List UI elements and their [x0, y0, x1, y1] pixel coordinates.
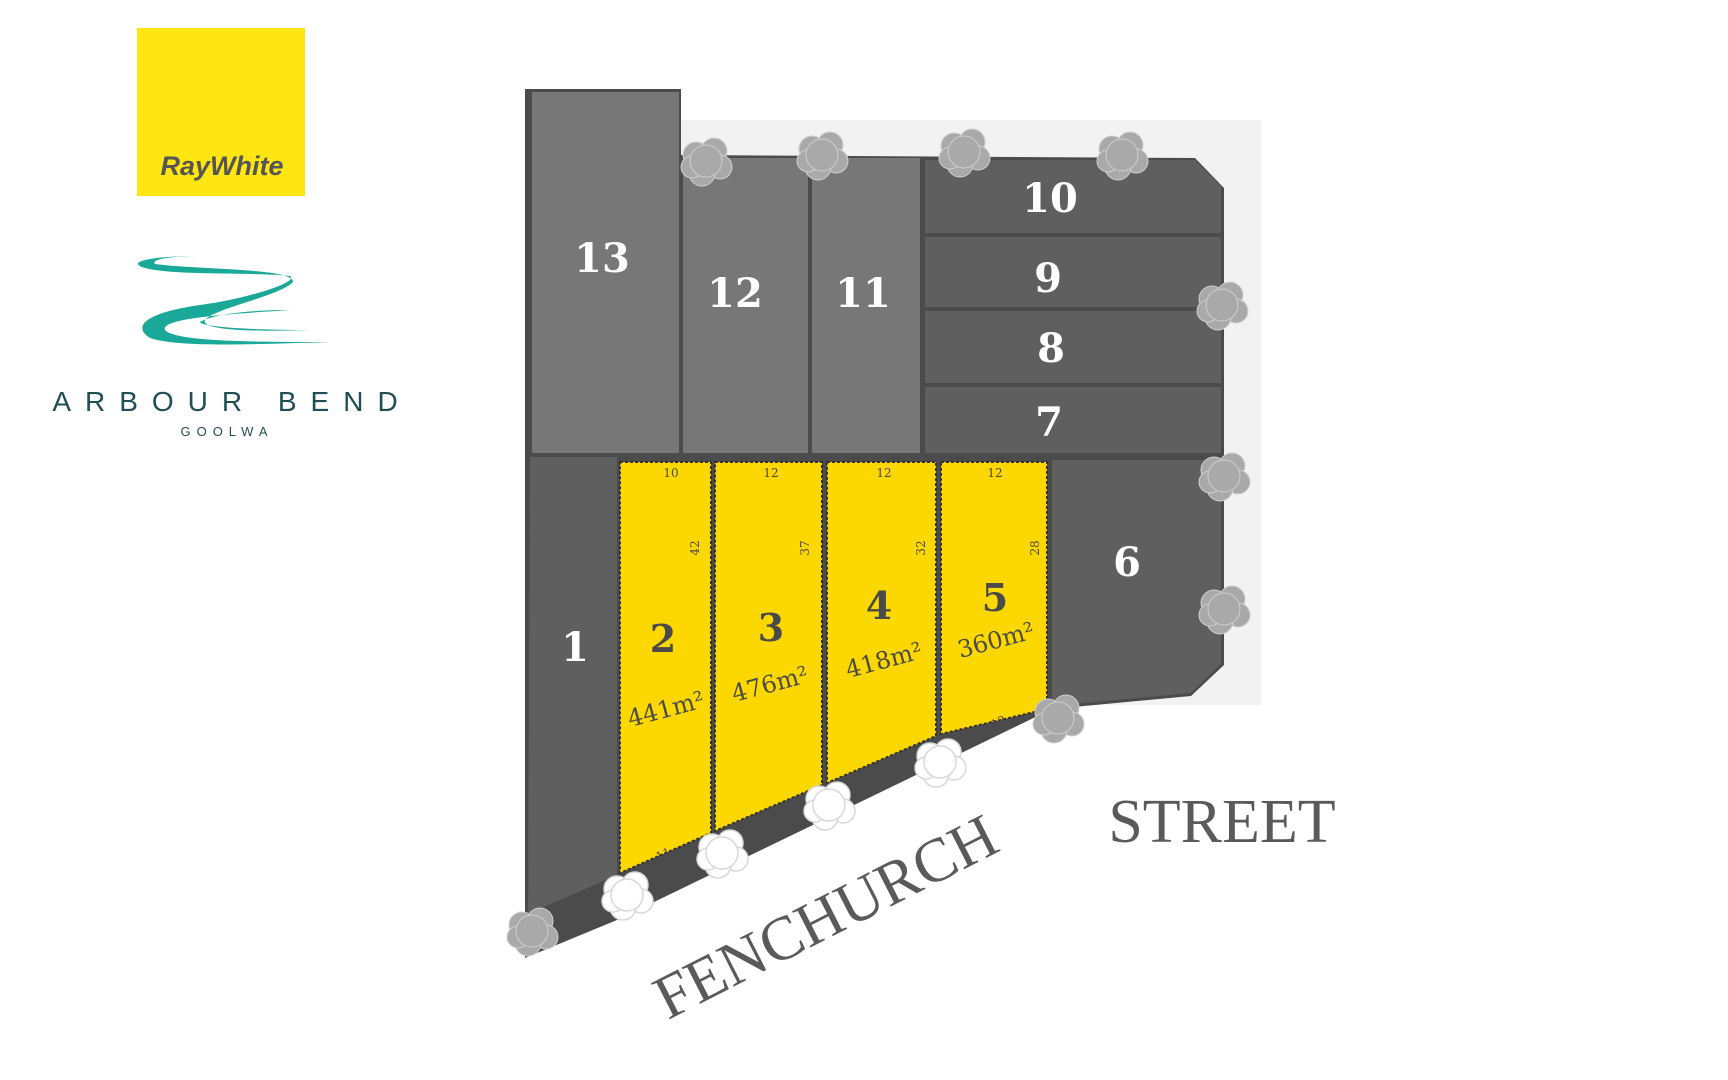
lot-12[interactable]	[683, 158, 808, 453]
lot-5-front: 12	[987, 466, 1002, 480]
lot-8-label: 8	[1037, 325, 1065, 372]
svg-text:RayWhite: RayWhite	[160, 151, 283, 181]
lot-4-label: 4	[866, 583, 892, 628]
lot-2-label: 2	[650, 616, 676, 661]
lot-5-side: 28	[1028, 540, 1042, 555]
lot-5-rear: 13	[989, 713, 1009, 732]
lot-7-label: 7	[1035, 399, 1063, 446]
street-name-street: STREET	[1108, 788, 1335, 856]
raywhite-logo: RayWhite	[137, 28, 305, 196]
lot-6[interactable]	[1052, 460, 1221, 706]
lot-10[interactable]	[925, 160, 1221, 233]
lot-7[interactable]	[925, 387, 1221, 453]
lot-3-front: 12	[763, 466, 778, 480]
lot-2-side: 42	[688, 540, 702, 555]
lot-9[interactable]	[925, 237, 1221, 307]
lot-5-label: 5	[982, 575, 1008, 620]
lot-4-front: 12	[876, 466, 891, 480]
lot-2-front: 10	[663, 466, 678, 480]
lot-9-label: 9	[1034, 255, 1062, 302]
svg-text:GOOLWA: GOOLWA	[180, 424, 273, 439]
tree-icon	[914, 738, 967, 788]
lot-3-label: 3	[758, 605, 784, 650]
lot-3-rear: 13	[758, 804, 778, 823]
lot-4-side: 32	[914, 540, 928, 555]
lot-3[interactable]	[714, 461, 823, 833]
lot-3-side: 37	[798, 540, 812, 555]
lot-13[interactable]	[532, 92, 679, 453]
svg-text:ARBOUR BEND: ARBOUR BEND	[52, 386, 411, 417]
lot-11-label: 11	[835, 270, 891, 317]
lot-1-label: 1	[561, 624, 589, 671]
lot-8[interactable]	[925, 311, 1221, 383]
lot-2-rear: 11	[654, 845, 674, 864]
lot-6-label: 6	[1113, 539, 1141, 586]
lot-12-label: 12	[707, 270, 763, 317]
tree-icon	[1032, 694, 1085, 744]
lot-4-rear: 13	[871, 759, 891, 778]
lot-11[interactable]	[812, 158, 920, 453]
lot-13-label: 13	[574, 235, 630, 282]
lot-4[interactable]	[826, 461, 937, 785]
lot-1[interactable]	[528, 457, 617, 914]
tree-icon	[506, 907, 559, 957]
lot-2[interactable]	[619, 461, 712, 875]
lot-10-label: 10	[1022, 175, 1078, 222]
arbour-bend-logo: ARBOUR BEND GOOLWA	[52, 256, 411, 439]
